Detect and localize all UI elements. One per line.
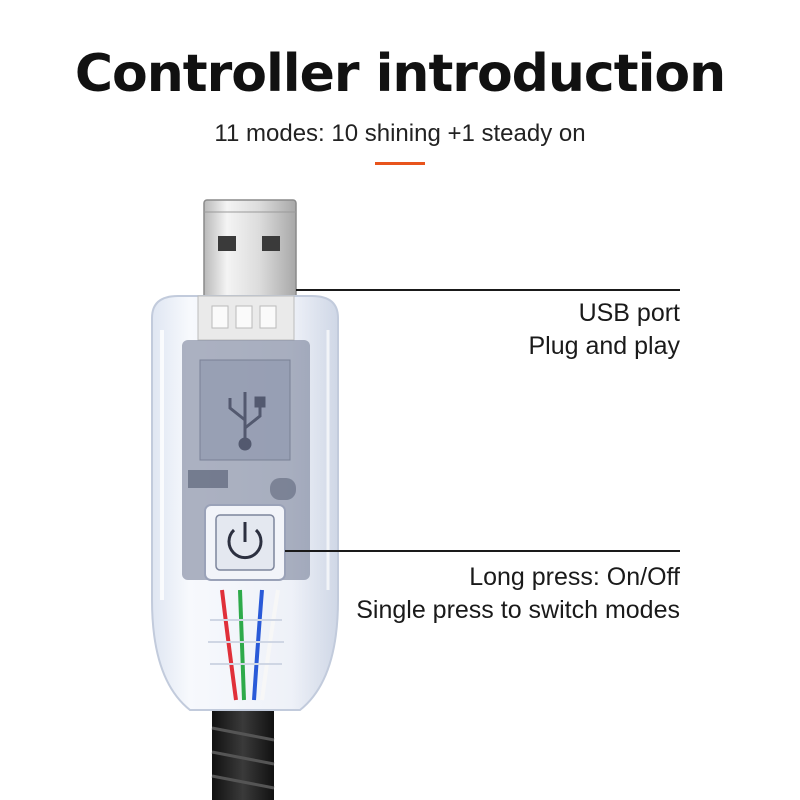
page-subtitle: 11 modes: 10 shining +1 steady on: [214, 120, 586, 147]
callout-line-button: [285, 550, 680, 552]
callout-button-title: Long press: On/Off: [469, 563, 680, 591]
callout-usb-title: USB port: [578, 299, 680, 327]
accent-bar: [375, 162, 425, 165]
cable: [211, 705, 275, 800]
usb-plug-icon: [203, 199, 297, 301]
colored-wires: [208, 589, 284, 701]
callout-button-desc: Single press to switch modes: [356, 596, 680, 624]
callout-line-usb: [296, 289, 680, 291]
usb-symbol-icon: [228, 392, 266, 451]
callout-button: Long press: On/Off Single press to switc…: [356, 561, 680, 627]
callout-usb: USB port Plug and play: [528, 297, 680, 363]
callout-usb-desc: Plug and play: [528, 332, 680, 360]
page-title: Controller introduction: [74, 44, 726, 104]
power-button-icon: [204, 504, 286, 581]
controller-casing: [151, 295, 339, 711]
